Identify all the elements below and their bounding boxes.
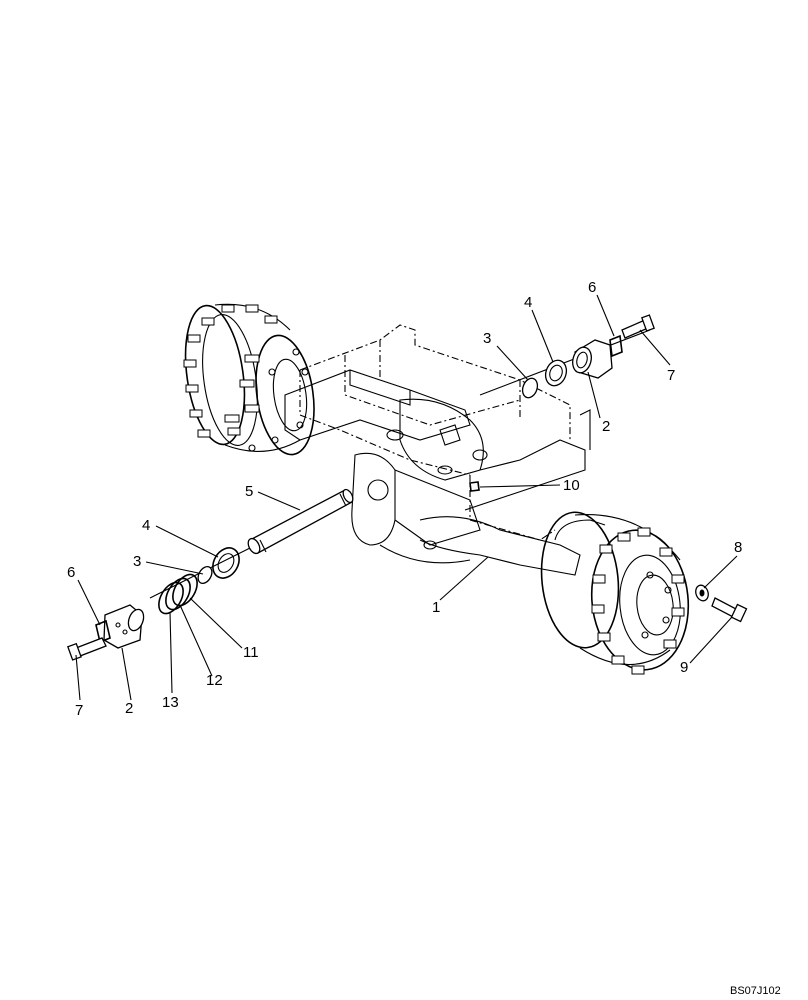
leader-lines [75,294,738,701]
callout-1: 1 [432,599,440,616]
bolt-7-upper [621,314,655,339]
plug-10 [469,481,480,492]
callout-3: 3 [133,553,141,570]
callout-6: 6 [588,279,596,296]
callout-6: 6 [67,564,75,581]
right-wheel-hub [540,511,690,675]
callout-4: 4 [142,517,150,534]
spring-6-lower [95,619,111,644]
drawing-code: BS07J102 [730,985,781,997]
lower-left-parts [67,547,251,661]
callout-2: 2 [125,700,133,717]
axle-housing [284,369,591,576]
callout-10: 10 [563,477,580,494]
callout-8: 8 [734,539,742,556]
callout-4: 4 [524,294,532,311]
left-hub-bolts [183,304,309,452]
callout-11: 11 [243,644,259,661]
washer-8 [695,584,709,602]
shims-11-12-13 [158,573,198,615]
callout-labels: 1 2 2 3 3 4 4 5 6 6 7 7 8 9 10 11 12 13 [67,279,742,719]
upper-right-parts [479,314,655,399]
callout-5: 5 [245,483,253,500]
bolt-9 [711,597,748,623]
callout-9: 9 [680,659,688,676]
cap-2-upper [572,339,613,379]
spring-6-upper [609,334,623,358]
callout-3: 3 [483,330,491,347]
oring-3-lower [197,565,213,585]
callout-7: 7 [667,367,675,384]
bolt-7-lower [67,637,107,661]
oring-3-upper [521,377,539,399]
right-hub-bolts [591,527,685,675]
washer-4-lower [212,547,240,579]
left-wheel-hub [183,303,315,456]
callout-12: 12 [206,672,223,689]
callout-13: 13 [162,694,179,711]
cap-2-lower [103,604,145,649]
callout-2: 2 [602,418,610,435]
shaft-5 [247,488,354,555]
callout-7: 7 [75,702,83,719]
